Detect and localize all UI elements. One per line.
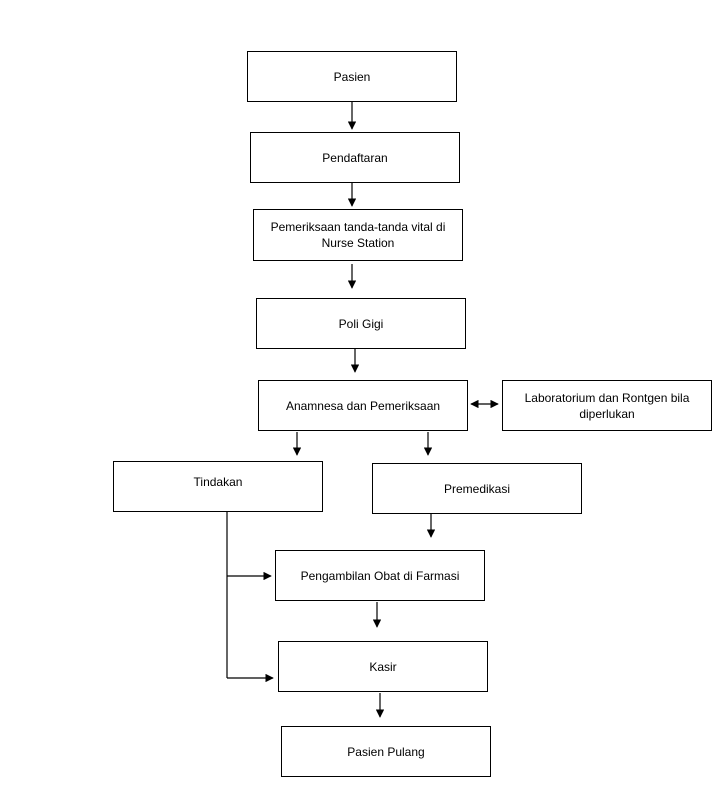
node-pasien: Pasien (247, 51, 457, 102)
node-vital-signs: Pemeriksaan tanda-tanda vital di Nurse S… (253, 209, 463, 261)
node-anamnesa-label: Anamnesa dan Pemeriksaan (285, 398, 441, 413)
node-pasien-pulang-label: Pasien Pulang (347, 744, 425, 759)
node-kasir: Kasir (278, 641, 488, 692)
node-pasien-label: Pasien (333, 69, 371, 84)
node-vital-signs-label: Pemeriksaan tanda-tanda vital di Nurse S… (270, 220, 446, 250)
node-premedikasi-label: Premedikasi (443, 481, 511, 496)
node-laboratorium-label: Laboratorium dan Rontgen bila diperlukan (524, 390, 690, 421)
node-kasir-label: Kasir (369, 659, 397, 674)
node-laboratorium: Laboratorium dan Rontgen bila diperlukan (502, 380, 712, 431)
node-farmasi: Pengambilan Obat di Farmasi (275, 550, 485, 601)
node-tindakan-label: Tindakan (193, 475, 243, 489)
node-farmasi-label: Pengambilan Obat di Farmasi (300, 568, 460, 583)
node-pendaftaran: Pendaftaran (250, 132, 460, 183)
node-tindakan: Tindakan (113, 461, 323, 512)
node-premedikasi: Premedikasi (372, 463, 582, 514)
node-pasien-pulang: Pasien Pulang (281, 726, 491, 777)
node-anamnesa: Anamnesa dan Pemeriksaan (258, 380, 468, 431)
node-poli-gigi-label: Poli Gigi (338, 316, 384, 331)
node-pendaftaran-label: Pendaftaran (322, 150, 388, 165)
node-poli-gigi: Poli Gigi (256, 298, 466, 349)
